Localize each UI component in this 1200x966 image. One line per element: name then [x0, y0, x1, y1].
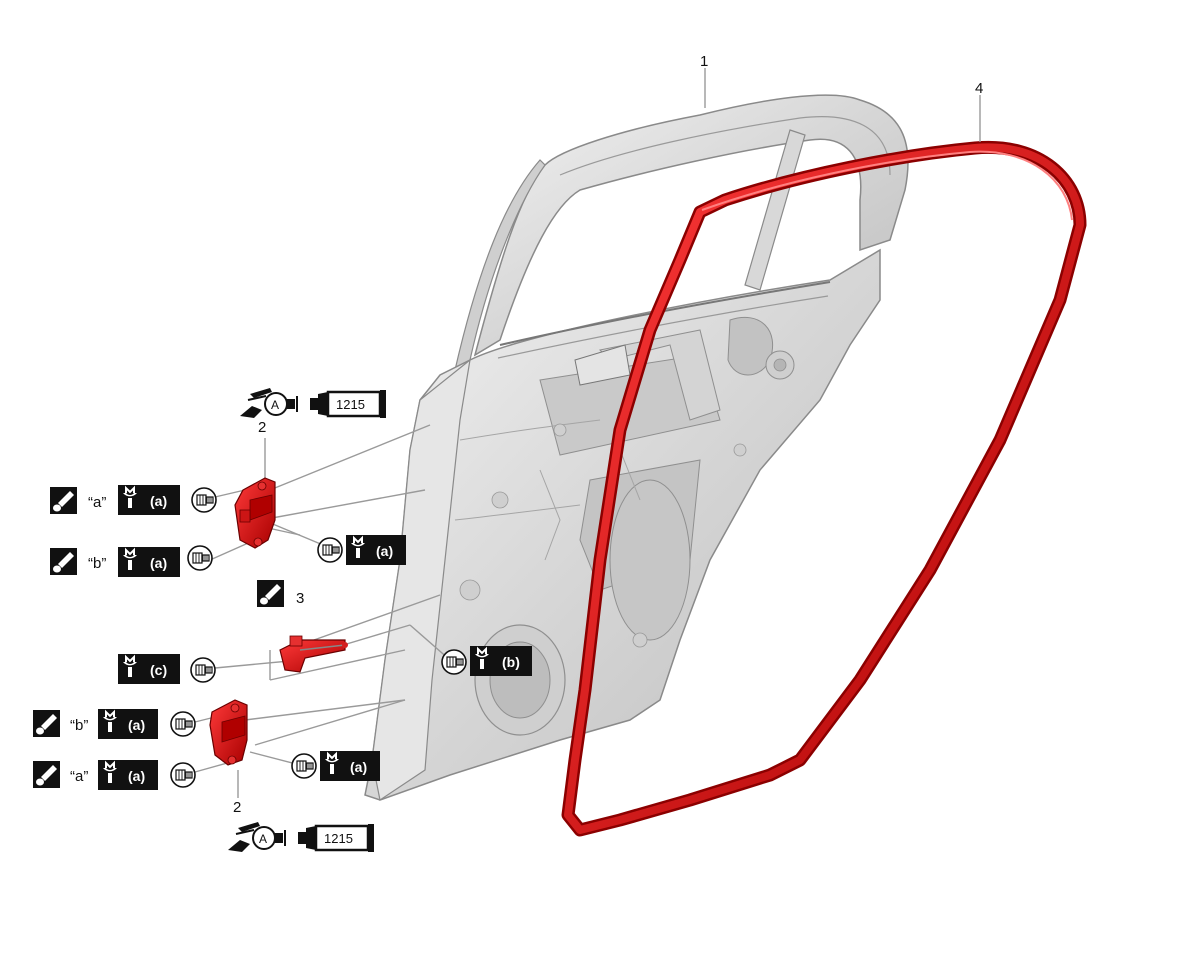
torque-a-upper-3: (a)	[376, 543, 393, 559]
torque-a-lower-1: (a)	[128, 717, 145, 733]
grease-code-lower: 1215	[324, 831, 353, 846]
lower-hinge-bolt-a-spec: “a” (a)	[33, 760, 196, 790]
torque-a-lower-2: (a)	[128, 768, 145, 784]
door-check-bolt-c-spec: (c)	[118, 654, 216, 684]
grease-code-upper: 1215	[336, 397, 365, 412]
grease-tube-lower: 1215	[298, 824, 374, 852]
sequence-b-lower: “b”	[70, 717, 88, 734]
upper-door-hinge	[234, 477, 276, 549]
callout-3: 3	[296, 590, 304, 607]
callout-1: 1	[700, 53, 708, 70]
torque-b: (b)	[502, 654, 520, 670]
upper-hinge-bolt-a-spec: “a” (a)	[50, 485, 217, 515]
bolt-icon	[441, 649, 467, 675]
upper-hinge-bolt-b-spec: “b” (a)	[50, 545, 213, 577]
lower-hinge-body-bolt-spec: (a)	[291, 751, 380, 781]
bolt-icon	[170, 711, 196, 737]
bolt-icon	[187, 545, 213, 571]
sequence-b-upper: “b”	[88, 555, 106, 572]
door-check	[279, 635, 348, 673]
sequence-a-upper: “a”	[88, 494, 106, 511]
grease-type-upper: A	[271, 398, 279, 412]
torque-a-upper-1: (a)	[150, 493, 167, 509]
door-check-grease-spec	[257, 580, 284, 607]
bolt-icon	[190, 657, 216, 683]
grease-tube-upper: 1215	[310, 390, 386, 418]
grease-gun-lower: A 1215	[228, 822, 374, 852]
grease-gun-icon	[228, 822, 286, 852]
lower-door-hinge	[209, 699, 248, 766]
bolt-icon	[317, 537, 343, 563]
upper-hinge-body-bolt-spec: (a)	[317, 535, 406, 565]
bolt-icon	[191, 487, 217, 513]
torque-c: (c)	[150, 662, 167, 678]
bolt-icon	[291, 753, 317, 779]
grease-gun-icon	[240, 388, 298, 418]
door-check-bolt-b-spec: (b)	[441, 646, 532, 676]
torque-a-lower-3: (a)	[350, 759, 367, 775]
grease-type-lower: A	[259, 832, 267, 846]
lower-hinge-bolt-b-spec: “b” (a)	[33, 709, 196, 739]
door-weatherstrip	[561, 140, 1087, 837]
grease-gun-upper: A 1215	[240, 388, 386, 418]
torque-a-upper-2: (a)	[150, 555, 167, 571]
leader-lines	[194, 68, 981, 798]
callout-2-upper: 2	[258, 419, 266, 436]
sequence-a-lower: “a”	[70, 768, 88, 785]
callout-2-lower: 2	[233, 799, 241, 816]
door-panel	[364, 94, 909, 801]
bolt-icon	[170, 762, 196, 788]
callout-4: 4	[975, 80, 983, 97]
